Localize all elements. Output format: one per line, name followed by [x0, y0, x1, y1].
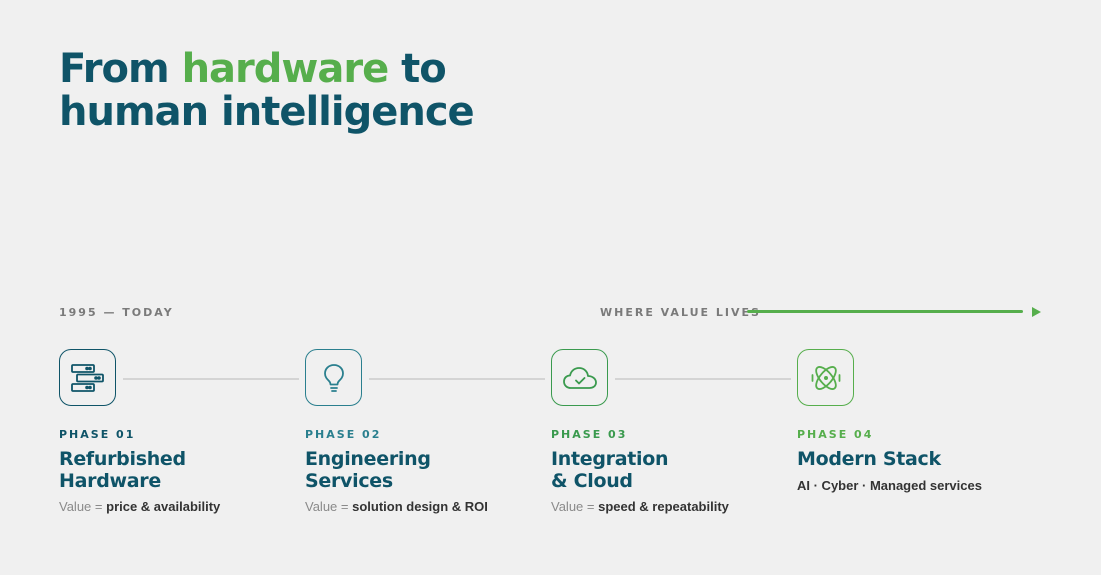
- headline-part-2: to: [388, 46, 447, 92]
- cloud-check-icon: [551, 349, 608, 406]
- headline-part-1: From: [59, 46, 182, 92]
- phase-title-line: Hardware: [59, 470, 161, 492]
- server-rack-icon: [59, 349, 116, 406]
- headline-accent: hardware: [181, 46, 390, 92]
- phase-note: AI · Cyber · Managed services: [797, 478, 982, 493]
- value-direction-line: [747, 310, 1023, 313]
- phase-label: PHASE 01: [59, 428, 136, 441]
- lightbulb-icon: [305, 349, 362, 406]
- phase-title-line: Modern Stack: [797, 448, 941, 470]
- headline-line-2: human intelligence: [59, 89, 475, 135]
- phase-title-line: & Cloud: [551, 470, 633, 492]
- phase-title-line: Refurbished: [59, 448, 186, 470]
- value-text: speed & repeatability: [598, 499, 729, 514]
- value-prefix: Value =: [59, 499, 103, 514]
- value-text: solution design & ROI: [352, 499, 488, 514]
- phase-title: Engineering Services: [305, 448, 431, 492]
- phase-title: Modern Stack: [797, 448, 941, 470]
- value-direction-label: WHERE VALUE LIVES: [600, 306, 761, 319]
- timeline-connector: [615, 378, 791, 380]
- timeline-range-label: 1995 — TODAY: [59, 306, 174, 319]
- phase-title: Integration & Cloud: [551, 448, 669, 492]
- phase-title-line: Engineering: [305, 448, 431, 470]
- value-text: price & availability: [106, 499, 221, 514]
- phase-label: PHASE 03: [551, 428, 628, 441]
- phase-title-line: Integration: [551, 448, 669, 470]
- phase-value: Value = speed & repeatability: [551, 499, 729, 514]
- phase-title-line: Services: [305, 470, 393, 492]
- phase-label: PHASE 02: [305, 428, 382, 441]
- value-prefix: Value =: [551, 499, 595, 514]
- atom-icon: [797, 349, 854, 406]
- phase-label: PHASE 04: [797, 428, 874, 441]
- page-title: From hardware to human intelligence: [59, 46, 475, 135]
- value-prefix: Value =: [305, 499, 349, 514]
- timeline-connector: [123, 378, 299, 380]
- arrow-right-icon: [1032, 307, 1041, 317]
- phase-value: Value = solution design & ROI: [305, 499, 488, 514]
- phase-title: Refurbished Hardware: [59, 448, 186, 492]
- timeline-connector: [369, 378, 545, 380]
- phase-value: Value = price & availability: [59, 499, 220, 514]
